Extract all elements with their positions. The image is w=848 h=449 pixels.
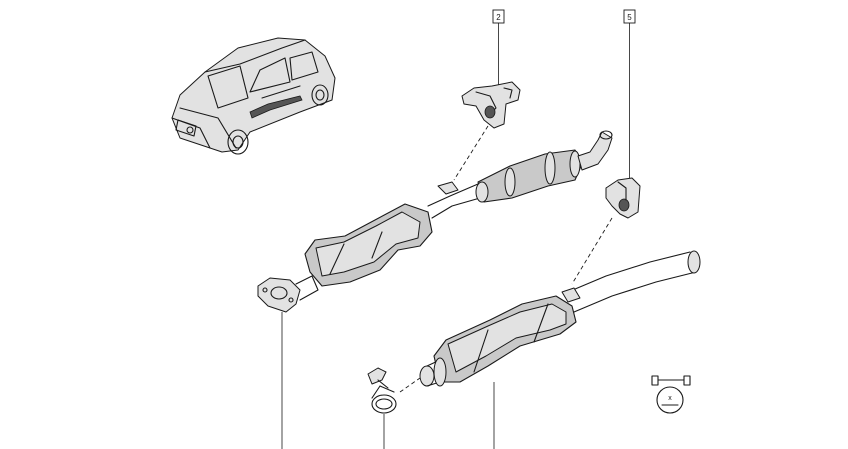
callout-5: 5: [623, 9, 636, 182]
callout-label: 2: [496, 13, 501, 22]
exhaust-mount-bracket-lower: [571, 177, 641, 285]
middle-silencer: [477, 149, 583, 203]
symbol-label: x: [668, 395, 672, 402]
front-exhaust-pipe-with-catalyst: [257, 130, 613, 313]
leader-lines: [281, 312, 495, 449]
clamp-symbol: x: [651, 375, 691, 414]
exhaust-mount-bracket-upper: [453, 81, 521, 181]
clamp-bolt: [367, 367, 387, 385]
exhaust-flange: [257, 277, 301, 313]
callout-2: 2: [492, 9, 505, 86]
car-locator-illustration: [171, 37, 336, 155]
callout-label: 5: [627, 13, 632, 22]
hanger-stud: [437, 181, 459, 195]
exhaust-clamp: [367, 367, 421, 414]
rear-silencer: [419, 250, 701, 387]
